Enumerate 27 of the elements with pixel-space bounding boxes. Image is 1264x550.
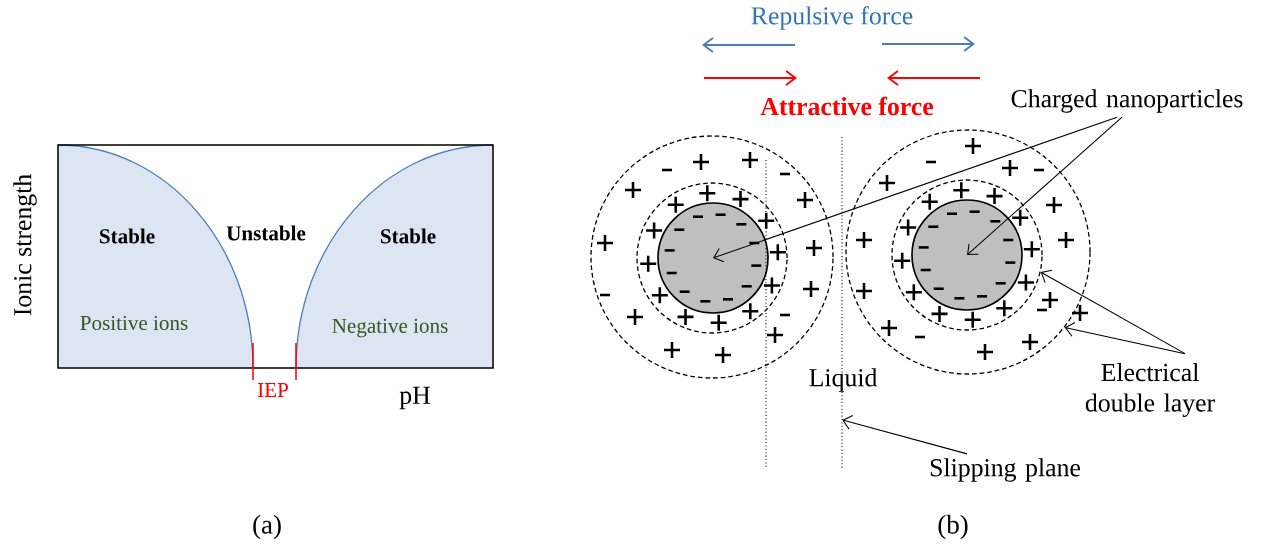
callout-label: Slipping plane bbox=[930, 458, 1080, 482]
axis-label: pH bbox=[399, 386, 430, 410]
nanoparticle bbox=[911, 199, 1023, 311]
nanoparticle bbox=[657, 202, 769, 314]
panel-label: (b) bbox=[938, 514, 968, 540]
region-label: Liquid bbox=[809, 368, 878, 392]
double-layer-circle bbox=[636, 182, 788, 334]
leader-line bbox=[967, 116, 1123, 255]
leader-line bbox=[713, 116, 1118, 263]
axis-label: Ionic strength bbox=[13, 174, 37, 316]
region-label: Unstable bbox=[226, 225, 306, 241]
double-layer-circle bbox=[891, 179, 1043, 331]
leader-line bbox=[842, 415, 968, 455]
force-label: Attractive force bbox=[760, 96, 934, 116]
region-label: Stable bbox=[381, 228, 436, 244]
callout-label: Charged nanoparticles bbox=[1011, 89, 1243, 113]
callout-label: Electrical double layer bbox=[1085, 363, 1215, 417]
leader-line bbox=[1040, 269, 1186, 355]
iep-label: IEP bbox=[257, 383, 288, 397]
region-label: Stable bbox=[100, 228, 155, 244]
force-label: Repulsive force bbox=[751, 6, 913, 30]
leader-line bbox=[1064, 322, 1186, 355]
panel-label: (a) bbox=[253, 514, 281, 540]
dotted-line bbox=[765, 159, 767, 469]
region-label: Negative ions bbox=[332, 318, 448, 338]
slipping-plane-line bbox=[841, 136, 843, 469]
region-label: Positive ions bbox=[80, 315, 188, 331]
